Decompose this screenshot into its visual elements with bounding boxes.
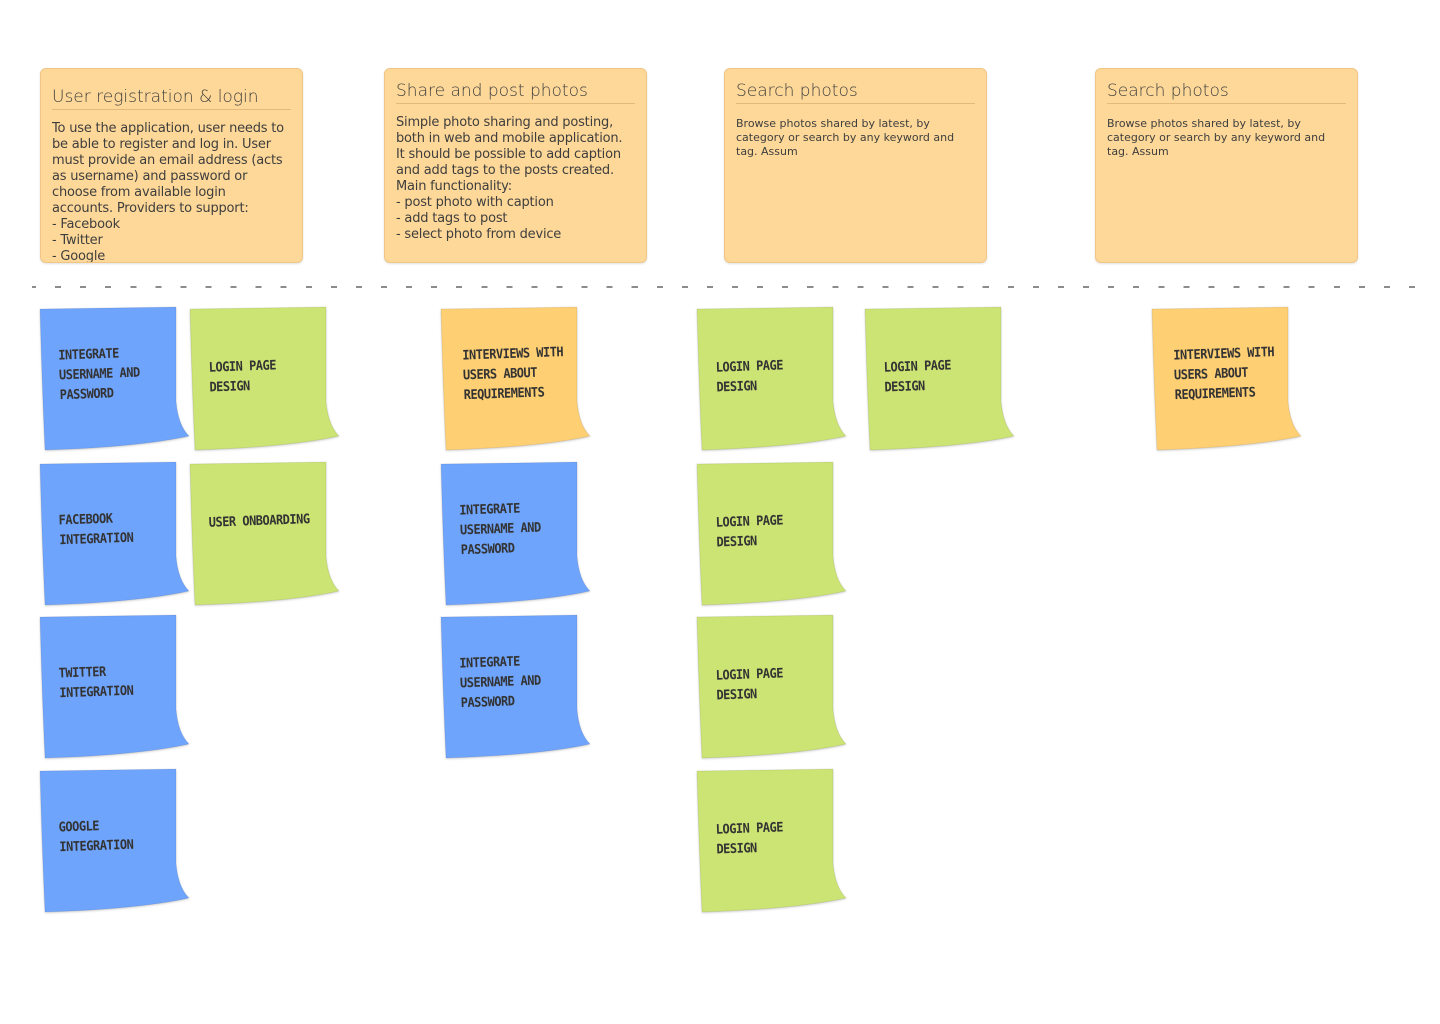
epic-description: Browse photos shared by latest, by categ… (1107, 117, 1326, 158)
sticky-note-text: User onboarding (208, 511, 310, 530)
sticky-note[interactable]: Login page design (696, 768, 847, 913)
sticky-note-text: Login page design (715, 512, 784, 550)
sticky-note-paper (189, 461, 340, 606)
sticky-note-paper (39, 614, 190, 759)
sticky-note-text: Integrate username and password (459, 500, 541, 558)
sticky-note[interactable]: Login page design (864, 306, 1015, 451)
sticky-note[interactable]: Interviews with users about requirements (440, 306, 591, 451)
sticky-note-text: Login page design (715, 819, 784, 857)
sticky-note-text: Google integration (58, 818, 134, 855)
sticky-note-paper (696, 768, 847, 913)
epic-title: Search photos (736, 80, 975, 104)
sticky-note-text: Login page design (715, 357, 784, 395)
sticky-note-paper (440, 614, 591, 759)
sticky-note[interactable]: Login page design (189, 306, 340, 451)
sticky-note-text: Facebook integration (58, 510, 134, 548)
sticky-note[interactable]: Integrate username and password (440, 461, 591, 606)
sticky-note-paper (39, 461, 190, 606)
sticky-note-paper (189, 306, 340, 451)
sticky-note[interactable]: Login page design (696, 306, 847, 451)
sticky-note-paper (696, 614, 847, 759)
sticky-note[interactable]: Login page design (696, 614, 847, 759)
sticky-note-text: Integrate username and password (459, 653, 541, 711)
sticky-note[interactable]: Facebook integration (39, 461, 190, 606)
epic-title: Search photos (1107, 80, 1346, 104)
sticky-note[interactable]: Integrate username and password (440, 614, 591, 759)
sticky-note-text: Login page design (883, 357, 952, 395)
sticky-note-paper (39, 768, 190, 913)
sticky-note[interactable]: Login page design (696, 461, 847, 606)
sticky-note-paper (864, 306, 1015, 451)
sticky-note-text: Interviews with users about requirements (1173, 343, 1275, 403)
epic-title: User registration & login (52, 86, 291, 110)
backbone-divider (32, 286, 1416, 288)
epic-description: To use the application, user needs to be… (52, 121, 284, 263)
sticky-note-text: Login page design (715, 665, 784, 703)
epic-title: Share and post photos (396, 80, 635, 104)
sticky-note-text: Integrate username and password (58, 345, 140, 403)
sticky-note-text: Interviews with users about requirements (462, 343, 564, 403)
sticky-note-paper (1151, 306, 1302, 451)
epic-card-share-photos[interactable]: Share and post photos Simple photo shari… (384, 68, 647, 263)
epic-card-search-photos[interactable]: Search photos Browse photos shared by la… (724, 68, 987, 263)
sticky-note[interactable]: Twitter integration (39, 614, 190, 759)
epic-description: Browse photos shared by latest, by categ… (736, 117, 955, 158)
sticky-note[interactable]: User onboarding (189, 461, 340, 606)
epic-description: Simple photo sharing and posting, both i… (396, 115, 623, 242)
epic-card-search-photos-2[interactable]: Search photos Browse photos shared by la… (1095, 68, 1358, 263)
sticky-note-paper (440, 461, 591, 606)
sticky-note[interactable]: Google integration (39, 768, 190, 913)
sticky-note-text: Login page design (208, 357, 277, 395)
sticky-note-paper (440, 306, 591, 451)
sticky-note-paper (696, 461, 847, 606)
sticky-note[interactable]: Interviews with users about requirements (1151, 306, 1302, 451)
epic-card-user-registration[interactable]: User registration & login To use the app… (40, 68, 303, 263)
sticky-note[interactable]: Integrate username and password (39, 306, 190, 451)
sticky-note-paper (696, 306, 847, 451)
sticky-note-paper (39, 306, 190, 451)
sticky-note-text: Twitter integration (58, 663, 134, 701)
